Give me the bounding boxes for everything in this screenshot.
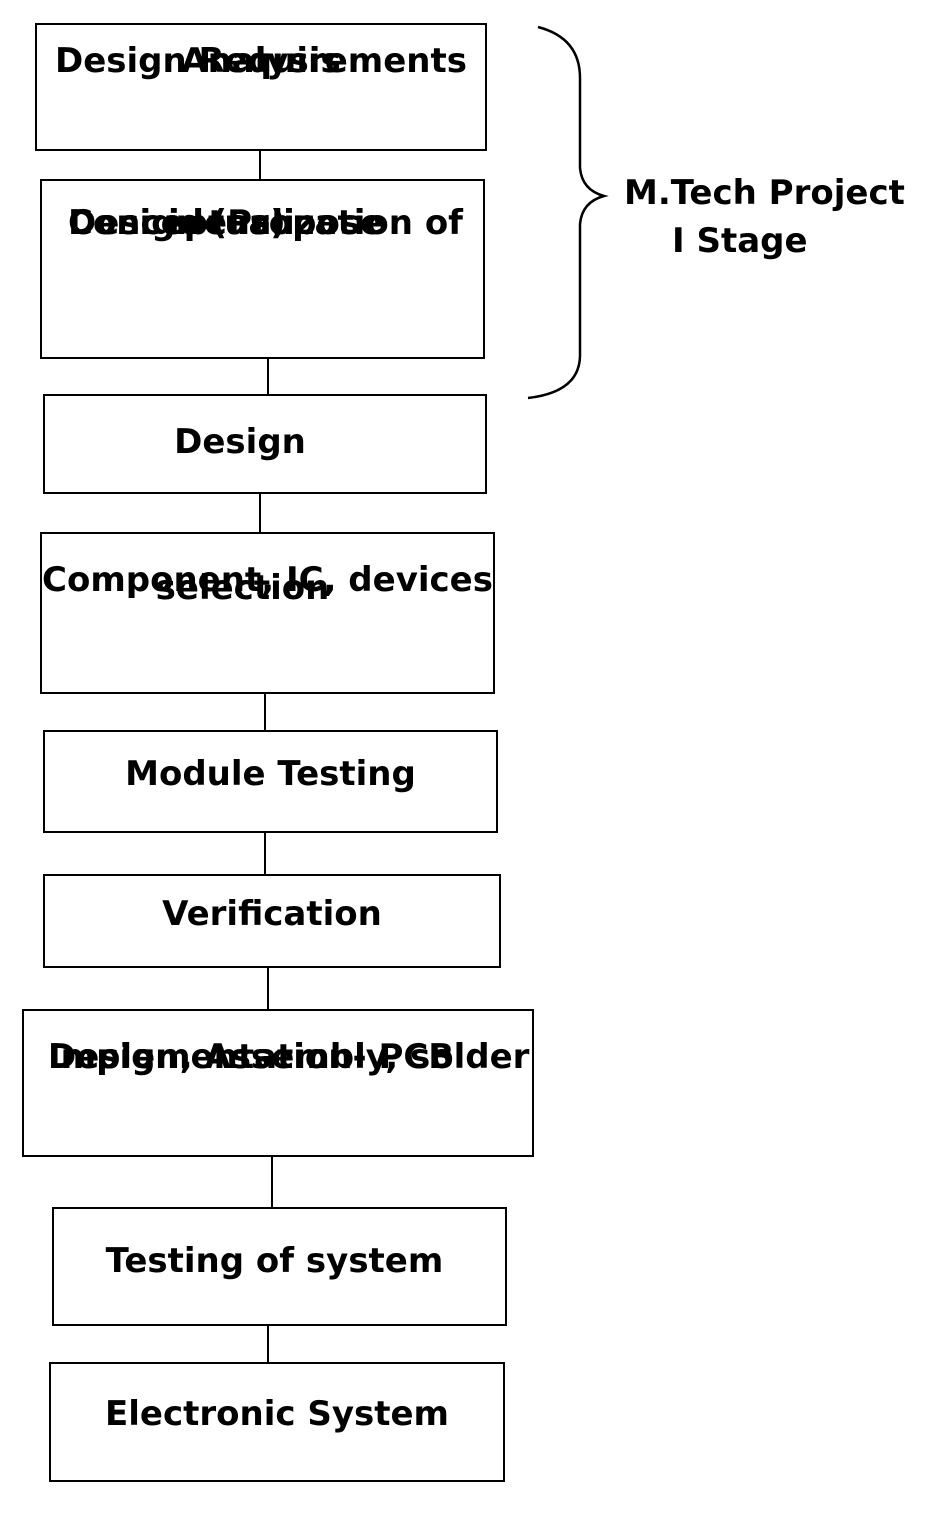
- step-module-testing: Module Testing: [43, 730, 498, 833]
- step-label-line: Testing of system: [105, 1241, 444, 1281]
- step-label-line: Module Testing: [125, 754, 416, 794]
- step-label-line: Electronic System: [105, 1394, 449, 1434]
- stage-label-line: M.Tech Project: [624, 173, 905, 213]
- step-verification: Verification: [43, 874, 501, 968]
- step-label-line: Design (Propose: [68, 203, 384, 243]
- step-label-line: ideas): [168, 203, 286, 243]
- stage-label-line: I Stage: [672, 221, 808, 261]
- step-component-selection: Component, IC, devices selection: [40, 532, 495, 694]
- step-label-line: Design, Assembly, solder: [48, 1037, 530, 1077]
- step-design: Design: [43, 394, 487, 494]
- step-conceptualization-of-design: Conceptualization of Design (Propose ide…: [40, 179, 485, 359]
- step-label-line: Analysis: [181, 41, 341, 81]
- step-electronic-system: Electronic System: [49, 1362, 505, 1482]
- step-label-line: Implementation- PCB: [48, 1037, 455, 1077]
- step-implementation-pcb: Implementation- PCB Design, Assembly, so…: [22, 1009, 534, 1157]
- step-testing-of-system: Testing of system: [52, 1207, 507, 1326]
- step-label-line: Component, IC, devices: [42, 560, 493, 600]
- right-curly-brace: [527, 25, 609, 400]
- step-design-requirements-analysis: Design Requirements Analysis: [35, 23, 487, 151]
- step-label-line: Verification: [162, 894, 382, 934]
- step-label-line: selection: [155, 568, 330, 608]
- step-label-line: Design: [174, 422, 306, 462]
- step-label-line: Conceptualization of: [68, 203, 463, 243]
- stage-label: M.Tech Project I Stage: [624, 169, 905, 265]
- step-label-line: Design Requirements: [54, 41, 467, 81]
